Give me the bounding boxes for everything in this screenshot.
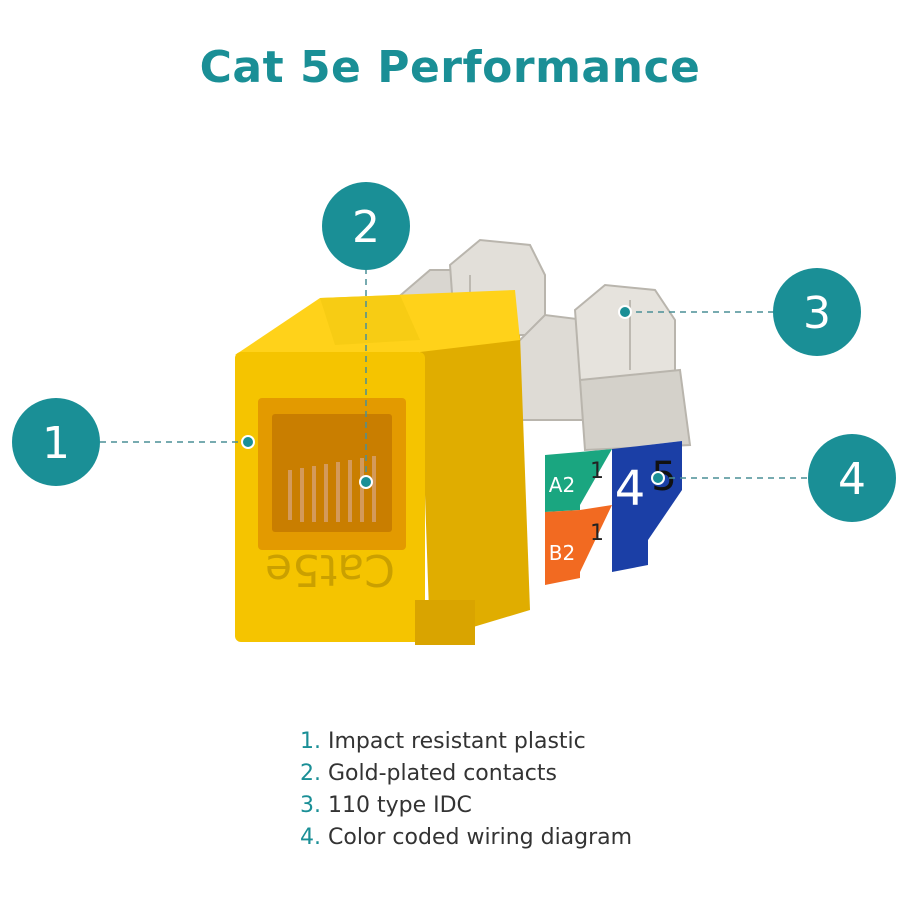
svg-text:1: 1 (42, 418, 70, 469)
gold-contacts (288, 456, 376, 522)
callout-badge-1: 1 (12, 398, 100, 486)
callout-badge-2: 2 (322, 182, 410, 270)
svg-text:2: 2 (352, 202, 380, 253)
page-title: Cat 5e Performance (199, 42, 701, 93)
label-b2: B2 (549, 541, 575, 565)
label-a2: A2 (549, 473, 575, 497)
legend-item: 3. 110 type IDC (300, 793, 472, 818)
anchor-dots (241, 305, 665, 489)
callout-badge-3: 3 (773, 268, 861, 356)
label-4: 4 (615, 461, 646, 517)
jack-body: Cat5e (235, 290, 530, 645)
label-1-bottom: 1 (590, 521, 604, 546)
embossed-text: Cat5e (265, 544, 395, 595)
label-1-top: 1 (590, 459, 604, 484)
svg-text:3: 3 (803, 288, 831, 339)
legend-item: 1. Impact resistant plastic (300, 729, 586, 754)
svg-text:4: 4 (838, 454, 866, 505)
legend-item: 4. Color coded wiring diagram (300, 825, 633, 850)
feature-legend: 1. Impact resistant plastic 2. Gold-plat… (300, 726, 632, 854)
wiring-diagram-label: A2 B2 1 1 4 5 (545, 441, 682, 585)
legend-item: 2. Gold-plated contacts (300, 761, 557, 786)
callout-badge-4: 4 (808, 434, 896, 522)
callout-lines (100, 268, 812, 480)
